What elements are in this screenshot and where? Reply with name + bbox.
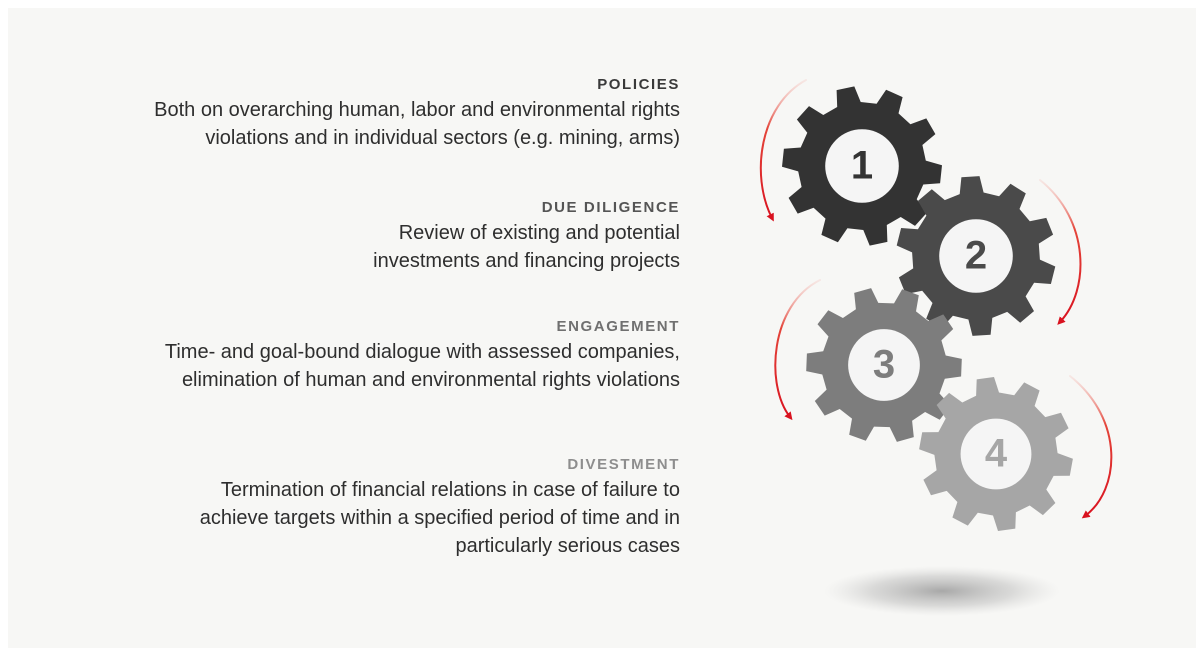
gear-number: 1 xyxy=(851,144,873,188)
step-description-line: violations and in individual sectors (e.… xyxy=(205,127,680,149)
step-description-line: Review of existing and potential xyxy=(398,222,680,244)
ground-shadow xyxy=(824,566,1060,616)
gear-1: 1 xyxy=(782,86,942,246)
step-description: Time- and goal-bound dialogue with asses… xyxy=(165,338,680,394)
step-description: Termination of financial relations in ca… xyxy=(120,476,680,560)
arrows xyxy=(759,79,1113,519)
step-description-line: Both on overarching human, labor and env… xyxy=(154,99,680,121)
diagram-panel: POLICIES Both on overarching human, labo… xyxy=(8,8,1196,648)
step-title: POLICIES xyxy=(597,76,680,93)
gear-center xyxy=(825,129,899,203)
step-description-line: particularly serious cases xyxy=(455,535,680,557)
step-description-line: Time- and goal-bound dialogue with asses… xyxy=(164,341,680,363)
step-policies: POLICIES Both on overarching human, labo… xyxy=(154,76,680,152)
step-due-diligence: DUE DILIGENCE Review of existing and pot… xyxy=(373,199,680,275)
step-title: DUE DILIGENCE xyxy=(541,199,680,216)
step-divestment: DIVESTMENT Termination of financial rela… xyxy=(120,456,680,560)
step-description: Both on overarching human, labor and env… xyxy=(154,96,680,152)
gear-4: 4 xyxy=(919,377,1073,531)
gear-center xyxy=(848,329,920,401)
gear-center xyxy=(960,418,1032,490)
step-title: DIVESTMENT xyxy=(567,456,680,473)
step-title: ENGAGEMENT xyxy=(556,318,680,335)
gear-center xyxy=(939,219,1013,293)
step-description-line: Termination of financial relations in ca… xyxy=(220,479,680,501)
gear-number: 2 xyxy=(965,234,987,278)
step-description-line: elimination of human and environmental r… xyxy=(181,369,680,391)
step-description: Review of existing and potential investm… xyxy=(373,219,680,275)
arrow-3-to-4 xyxy=(774,279,821,421)
arrow-2-to-3 xyxy=(1039,179,1082,325)
step-engagement: ENGAGEMENT Time- and goal-bound dialogue… xyxy=(165,318,680,394)
gear-3: 3 xyxy=(806,288,962,442)
arrow-1-to-2 xyxy=(759,79,807,222)
arrow-4-to-end xyxy=(1069,375,1113,519)
step-description-line: achieve targets within a specified perio… xyxy=(199,507,680,529)
gear-number: 4 xyxy=(985,432,1008,476)
gear-2: 2 xyxy=(896,176,1056,336)
gear-number: 3 xyxy=(873,343,895,387)
step-description-line: investments and financing projects xyxy=(373,250,680,272)
